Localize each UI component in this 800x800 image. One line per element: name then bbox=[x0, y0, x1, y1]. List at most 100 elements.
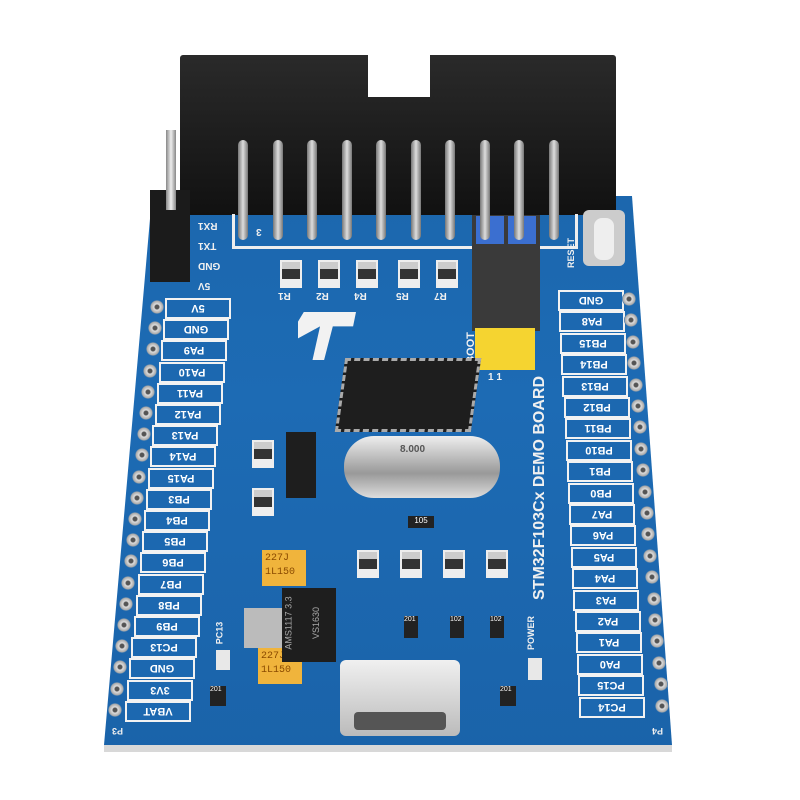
capacitor bbox=[400, 550, 422, 578]
resistor bbox=[398, 260, 420, 288]
right-pin-label: PC15 bbox=[577, 675, 644, 697]
pin-hole bbox=[641, 527, 656, 542]
left-pin-label: PA11 bbox=[156, 382, 223, 404]
resistor bbox=[436, 260, 458, 288]
cap-value: 227J bbox=[261, 651, 286, 662]
resistor: 102 bbox=[490, 616, 504, 638]
header-pin bbox=[410, 140, 421, 240]
cap-code: 1L150 bbox=[261, 665, 292, 676]
pin-hole bbox=[653, 677, 668, 692]
right-pin-label: PA6 bbox=[570, 525, 637, 547]
cap-value: 227J bbox=[265, 553, 290, 564]
right-pin-label: PB12 bbox=[563, 397, 630, 418]
crystal-oscillator bbox=[344, 436, 500, 498]
pin-hole bbox=[141, 384, 156, 399]
pin-hole bbox=[130, 490, 145, 505]
capacitor bbox=[252, 488, 274, 516]
pin-hole bbox=[644, 570, 659, 585]
right-pin-label: PB0 bbox=[567, 482, 634, 504]
left-pin-label: PA9 bbox=[160, 340, 227, 362]
pin-hole bbox=[634, 441, 649, 456]
cap-code: 1L150 bbox=[265, 567, 296, 578]
pin-hole bbox=[627, 356, 642, 371]
header-pin bbox=[307, 140, 317, 240]
left-pin-label: 3V3 bbox=[127, 679, 194, 701]
board-title: STM32F103Cx DEMO BOARD bbox=[531, 375, 548, 600]
reset-button-cap[interactable] bbox=[594, 218, 614, 260]
header-notch bbox=[368, 55, 430, 97]
capacitor bbox=[357, 550, 379, 578]
reset-label: RESET bbox=[566, 237, 577, 269]
yellow-jumper[interactable] bbox=[475, 328, 535, 370]
header-pin bbox=[238, 140, 248, 240]
pin-hole bbox=[119, 596, 134, 611]
pin-hole bbox=[650, 634, 665, 649]
right-pin-label: PB14 bbox=[561, 354, 628, 376]
left-pin-label: PB5 bbox=[141, 531, 208, 553]
header-pin-label: 3 bbox=[256, 226, 262, 237]
pin-hole bbox=[622, 292, 636, 306]
header-pin bbox=[514, 140, 524, 240]
pin-hole bbox=[110, 681, 125, 696]
pin-hole bbox=[134, 448, 149, 463]
resistor-105: 105 bbox=[408, 516, 434, 528]
right-pin-label: PA0 bbox=[576, 653, 643, 675]
right-pin-label: PA5 bbox=[571, 546, 638, 568]
right-pin-label: PB1 bbox=[566, 461, 633, 483]
right-pin-label: PA4 bbox=[572, 568, 639, 590]
pin-hole bbox=[132, 469, 147, 484]
pin-hole bbox=[643, 548, 658, 563]
header-pin bbox=[548, 140, 559, 240]
right-pin-label: GND bbox=[558, 290, 624, 311]
pin-hole bbox=[150, 300, 164, 314]
pin-hole bbox=[136, 427, 151, 442]
resistor: 201 bbox=[404, 616, 418, 638]
resistor bbox=[280, 260, 302, 288]
right-pin-label: PC14 bbox=[578, 696, 645, 718]
resistor-label: R5 bbox=[396, 290, 409, 301]
pin-hole bbox=[639, 506, 654, 520]
left-pin-label: PA12 bbox=[154, 404, 221, 425]
left-pin-label: PA13 bbox=[152, 425, 219, 447]
pin-hole bbox=[121, 575, 136, 590]
left-pin-label: GND bbox=[162, 319, 229, 341]
pin-hole bbox=[636, 463, 651, 478]
left-pin-label: GND bbox=[129, 658, 196, 680]
header-pin bbox=[445, 140, 455, 240]
left-pin-label: VBAT bbox=[125, 700, 192, 722]
resistor-label: R4 bbox=[354, 290, 367, 301]
resistor: 201 bbox=[210, 686, 226, 706]
jumper-marks: 1 1 bbox=[488, 372, 502, 383]
pin-hole bbox=[630, 399, 645, 413]
pin-hole bbox=[127, 512, 142, 526]
p3-label: P3 bbox=[112, 726, 124, 736]
right-pin-label: PB15 bbox=[560, 332, 627, 354]
pin-hole bbox=[125, 533, 140, 548]
right-pin-label: PA3 bbox=[573, 589, 640, 611]
pin-hole bbox=[108, 702, 123, 717]
resistor-label: R1 bbox=[278, 290, 291, 301]
pin-hole bbox=[648, 613, 663, 627]
left-pin-label: PB4 bbox=[144, 510, 210, 531]
regulator-code: VS1630 bbox=[311, 606, 322, 640]
header-pin bbox=[479, 140, 490, 240]
stm32-mcu-chip bbox=[334, 358, 482, 432]
capacitor bbox=[486, 550, 508, 578]
right-pin-label: PA8 bbox=[559, 311, 626, 333]
serial-pin-label: GND bbox=[198, 260, 221, 271]
left-pin-label: PA10 bbox=[158, 361, 225, 383]
right-pin-label: PA7 bbox=[569, 504, 635, 525]
resistor-label: R2 bbox=[316, 290, 329, 301]
resistor: 201 bbox=[500, 686, 516, 706]
serial-pin-label: RX1 bbox=[198, 220, 218, 231]
pin-hole bbox=[123, 554, 138, 569]
header-pin bbox=[341, 140, 352, 240]
regulator-marking: AMS1117 3.3 bbox=[283, 596, 294, 650]
pc13-led bbox=[216, 650, 230, 670]
left-pin-label: PC13 bbox=[131, 637, 198, 659]
capacitor bbox=[443, 550, 465, 578]
left-pin-label: PB7 bbox=[137, 573, 204, 595]
pin-hole bbox=[145, 342, 160, 357]
resistor bbox=[318, 260, 340, 288]
pin-hole bbox=[629, 377, 644, 392]
